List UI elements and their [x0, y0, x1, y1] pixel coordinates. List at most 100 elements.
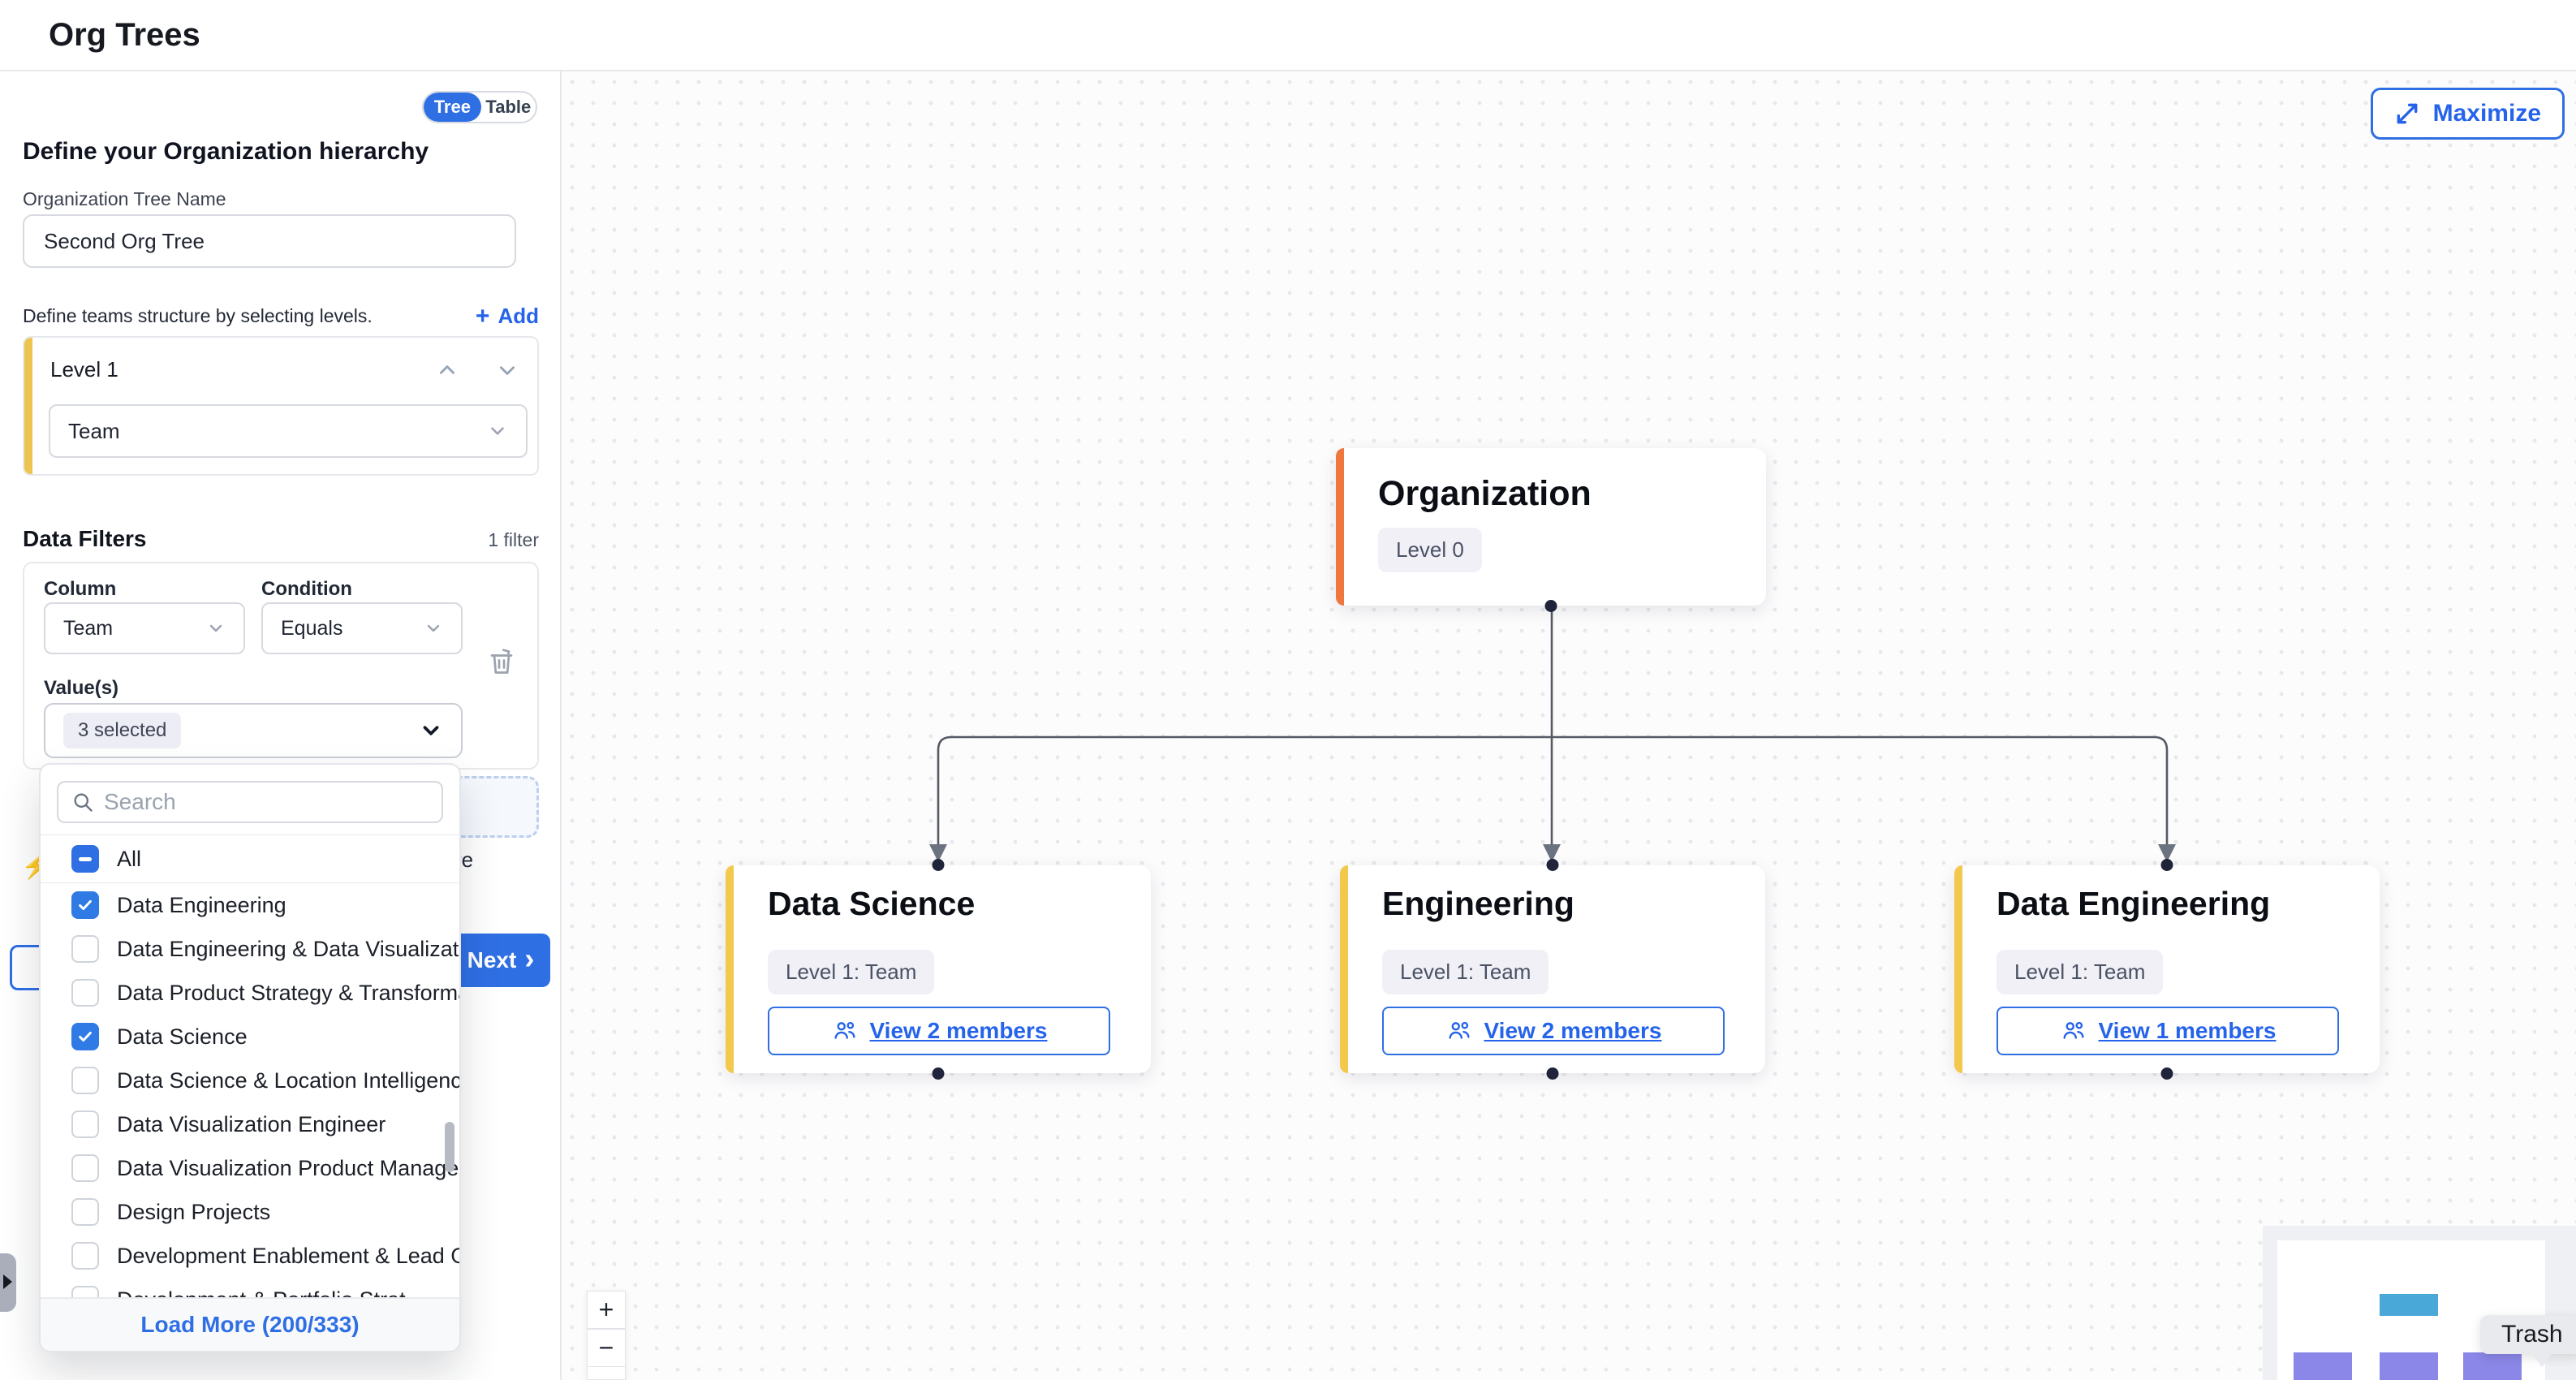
config-panel: Tree Table Define your Organization hier… — [0, 71, 562, 1380]
connector-handle[interactable] — [932, 1067, 945, 1080]
level-type-value: Team — [68, 418, 120, 443]
select-all-option[interactable]: All — [41, 835, 459, 882]
option-checkbox[interactable] — [71, 1023, 99, 1050]
zoom-out-button[interactable]: − — [587, 1329, 626, 1367]
team-nodes-row: Data Science Level 1: Team View 2 member… — [726, 859, 2380, 1080]
option-checkbox[interactable] — [71, 1242, 99, 1270]
chevron-down-icon — [423, 726, 439, 735]
option-checkbox[interactable] — [71, 1286, 99, 1297]
select-all-label: All — [117, 846, 142, 871]
column-label: Column — [44, 578, 117, 600]
chevron-down-icon — [427, 624, 440, 632]
option-label: Development Enablement & Lead Ge... — [117, 1243, 459, 1268]
connector-handle[interactable] — [2160, 1067, 2173, 1080]
add-label: Add — [498, 304, 539, 328]
move-up-icon[interactable] — [437, 360, 458, 381]
option-checkbox[interactable] — [71, 1110, 99, 1138]
view-members-button[interactable]: View 2 members — [1382, 1007, 1725, 1055]
values-dropdown: All Data Engineering Data Engineering & … — [39, 763, 461, 1352]
dropdown-option[interactable]: Development Enablement & Lead Ge... — [41, 1234, 459, 1278]
plus-icon: + — [475, 302, 490, 330]
search-icon — [74, 793, 93, 812]
team-node[interactable]: Data Science Level 1: Team View 2 member… — [726, 859, 1151, 1080]
divider — [41, 882, 459, 883]
level-type-select[interactable]: Team — [49, 404, 528, 458]
minimap-root-node — [2380, 1294, 2438, 1316]
move-down-icon[interactable] — [497, 360, 518, 381]
connector-handle[interactable] — [1546, 1067, 1559, 1080]
option-label: Data Engineering — [117, 892, 286, 917]
level-badge: Level 1: Team — [1997, 950, 2164, 994]
dropdown-scrollbar[interactable] — [445, 1122, 454, 1172]
dropdown-option[interactable]: Data Science & Location Intelligence — [41, 1059, 459, 1102]
condition-label: Condition — [261, 578, 352, 600]
tree-connectors — [929, 606, 2176, 862]
connector-handle[interactable] — [932, 859, 945, 871]
dropdown-option[interactable]: Data Engineering & Data Visualization — [41, 927, 459, 971]
check-icon — [79, 899, 92, 911]
node-title: Data Engineering — [1997, 885, 2271, 922]
column-select[interactable]: Team — [44, 602, 245, 654]
option-checkbox[interactable] — [71, 979, 99, 1007]
level-title: Level 1 — [50, 357, 118, 382]
view-members-button[interactable]: View 1 members — [1997, 1007, 2339, 1055]
node-accent — [1954, 865, 1962, 1073]
option-label: Design Projects — [117, 1199, 271, 1224]
dropdown-option[interactable]: Data Visualization Product Managem... — [41, 1146, 459, 1190]
dropdown-option[interactable]: Development & Portfolio Strat... — [41, 1278, 459, 1297]
dropdown-option[interactable]: Data Visualization Engineer — [41, 1102, 459, 1146]
node-accent — [1340, 865, 1348, 1073]
view-members-button[interactable]: View 2 members — [768, 1007, 1110, 1055]
toggle-table[interactable]: Table — [485, 97, 532, 117]
connector-handle[interactable] — [1546, 859, 1559, 871]
people-icon — [2062, 1021, 2084, 1039]
dropdown-option[interactable]: Data Science — [41, 1015, 459, 1059]
dropdown-option[interactable]: Data Product Strategy & Transformat... — [41, 971, 459, 1015]
condition-select[interactable]: Equals — [261, 602, 463, 654]
org-root-node[interactable]: Organization Level 0 — [1336, 448, 1766, 612]
dropdown-search — [57, 781, 443, 823]
values-select[interactable]: 3 selected — [44, 703, 463, 758]
search-input[interactable] — [104, 789, 429, 815]
connector-handle[interactable] — [2160, 859, 2173, 871]
divider — [41, 834, 459, 835]
option-checkbox[interactable] — [71, 891, 99, 919]
minimap-child-node — [2463, 1352, 2522, 1380]
panel-expand-handle[interactable] — [0, 1253, 16, 1312]
option-label: Data Visualization Product Managem... — [117, 1155, 459, 1180]
select-all-checkbox[interactable] — [71, 845, 99, 873]
team-node[interactable]: Engineering Level 1: Team View 2 members — [1340, 859, 1765, 1080]
tree-name-input[interactable] — [23, 214, 516, 268]
level-card: Level 1 Team — [23, 336, 539, 476]
members-link-label: View 1 members — [2098, 1018, 2277, 1043]
next-button[interactable]: Next › — [451, 934, 550, 987]
top-bar: Org Trees — [0, 0, 2576, 71]
team-node[interactable]: Data Engineering Level 1: Team View 1 me… — [1954, 859, 2380, 1080]
column-value: Team — [63, 616, 114, 640]
option-checkbox[interactable] — [71, 1067, 99, 1094]
people-icon — [834, 1021, 855, 1039]
maximize-button[interactable]: Maximize — [2370, 88, 2565, 140]
fit-view-button[interactable] — [587, 1367, 626, 1380]
dropdown-option[interactable]: Design Projects — [41, 1190, 459, 1234]
toggle-tree[interactable]: Tree — [424, 93, 481, 122]
option-checkbox[interactable] — [71, 1154, 99, 1182]
org-chart-canvas[interactable]: Maximize Organization Level 0 Data Scien… — [562, 71, 2576, 1380]
options-list: Data Engineering Data Engineering & Data… — [41, 883, 459, 1297]
panel-heading: Define your Organization hierarchy — [23, 138, 429, 165]
add-level-button[interactable]: + Add — [476, 304, 539, 329]
zoom-in-button[interactable]: + — [587, 1291, 626, 1329]
option-label: Data Product Strategy & Transformat... — [117, 980, 459, 1005]
members-link-label: View 2 members — [1484, 1018, 1662, 1043]
minimap[interactable] — [2263, 1226, 2576, 1380]
option-checkbox[interactable] — [71, 935, 99, 963]
connector-handle[interactable] — [1544, 600, 1557, 612]
node-title: Data Science — [768, 885, 976, 922]
delete-filter-icon[interactable] — [487, 645, 516, 679]
load-more-button[interactable]: Load More (200/333) — [41, 1297, 459, 1351]
tree-name-label: Organization Tree Name — [23, 188, 226, 209]
option-checkbox[interactable] — [71, 1198, 99, 1226]
option-label: Data Visualization Engineer — [117, 1111, 386, 1136]
dropdown-option[interactable]: Data Engineering — [41, 883, 459, 927]
tooltip-tail — [2531, 1352, 2553, 1367]
